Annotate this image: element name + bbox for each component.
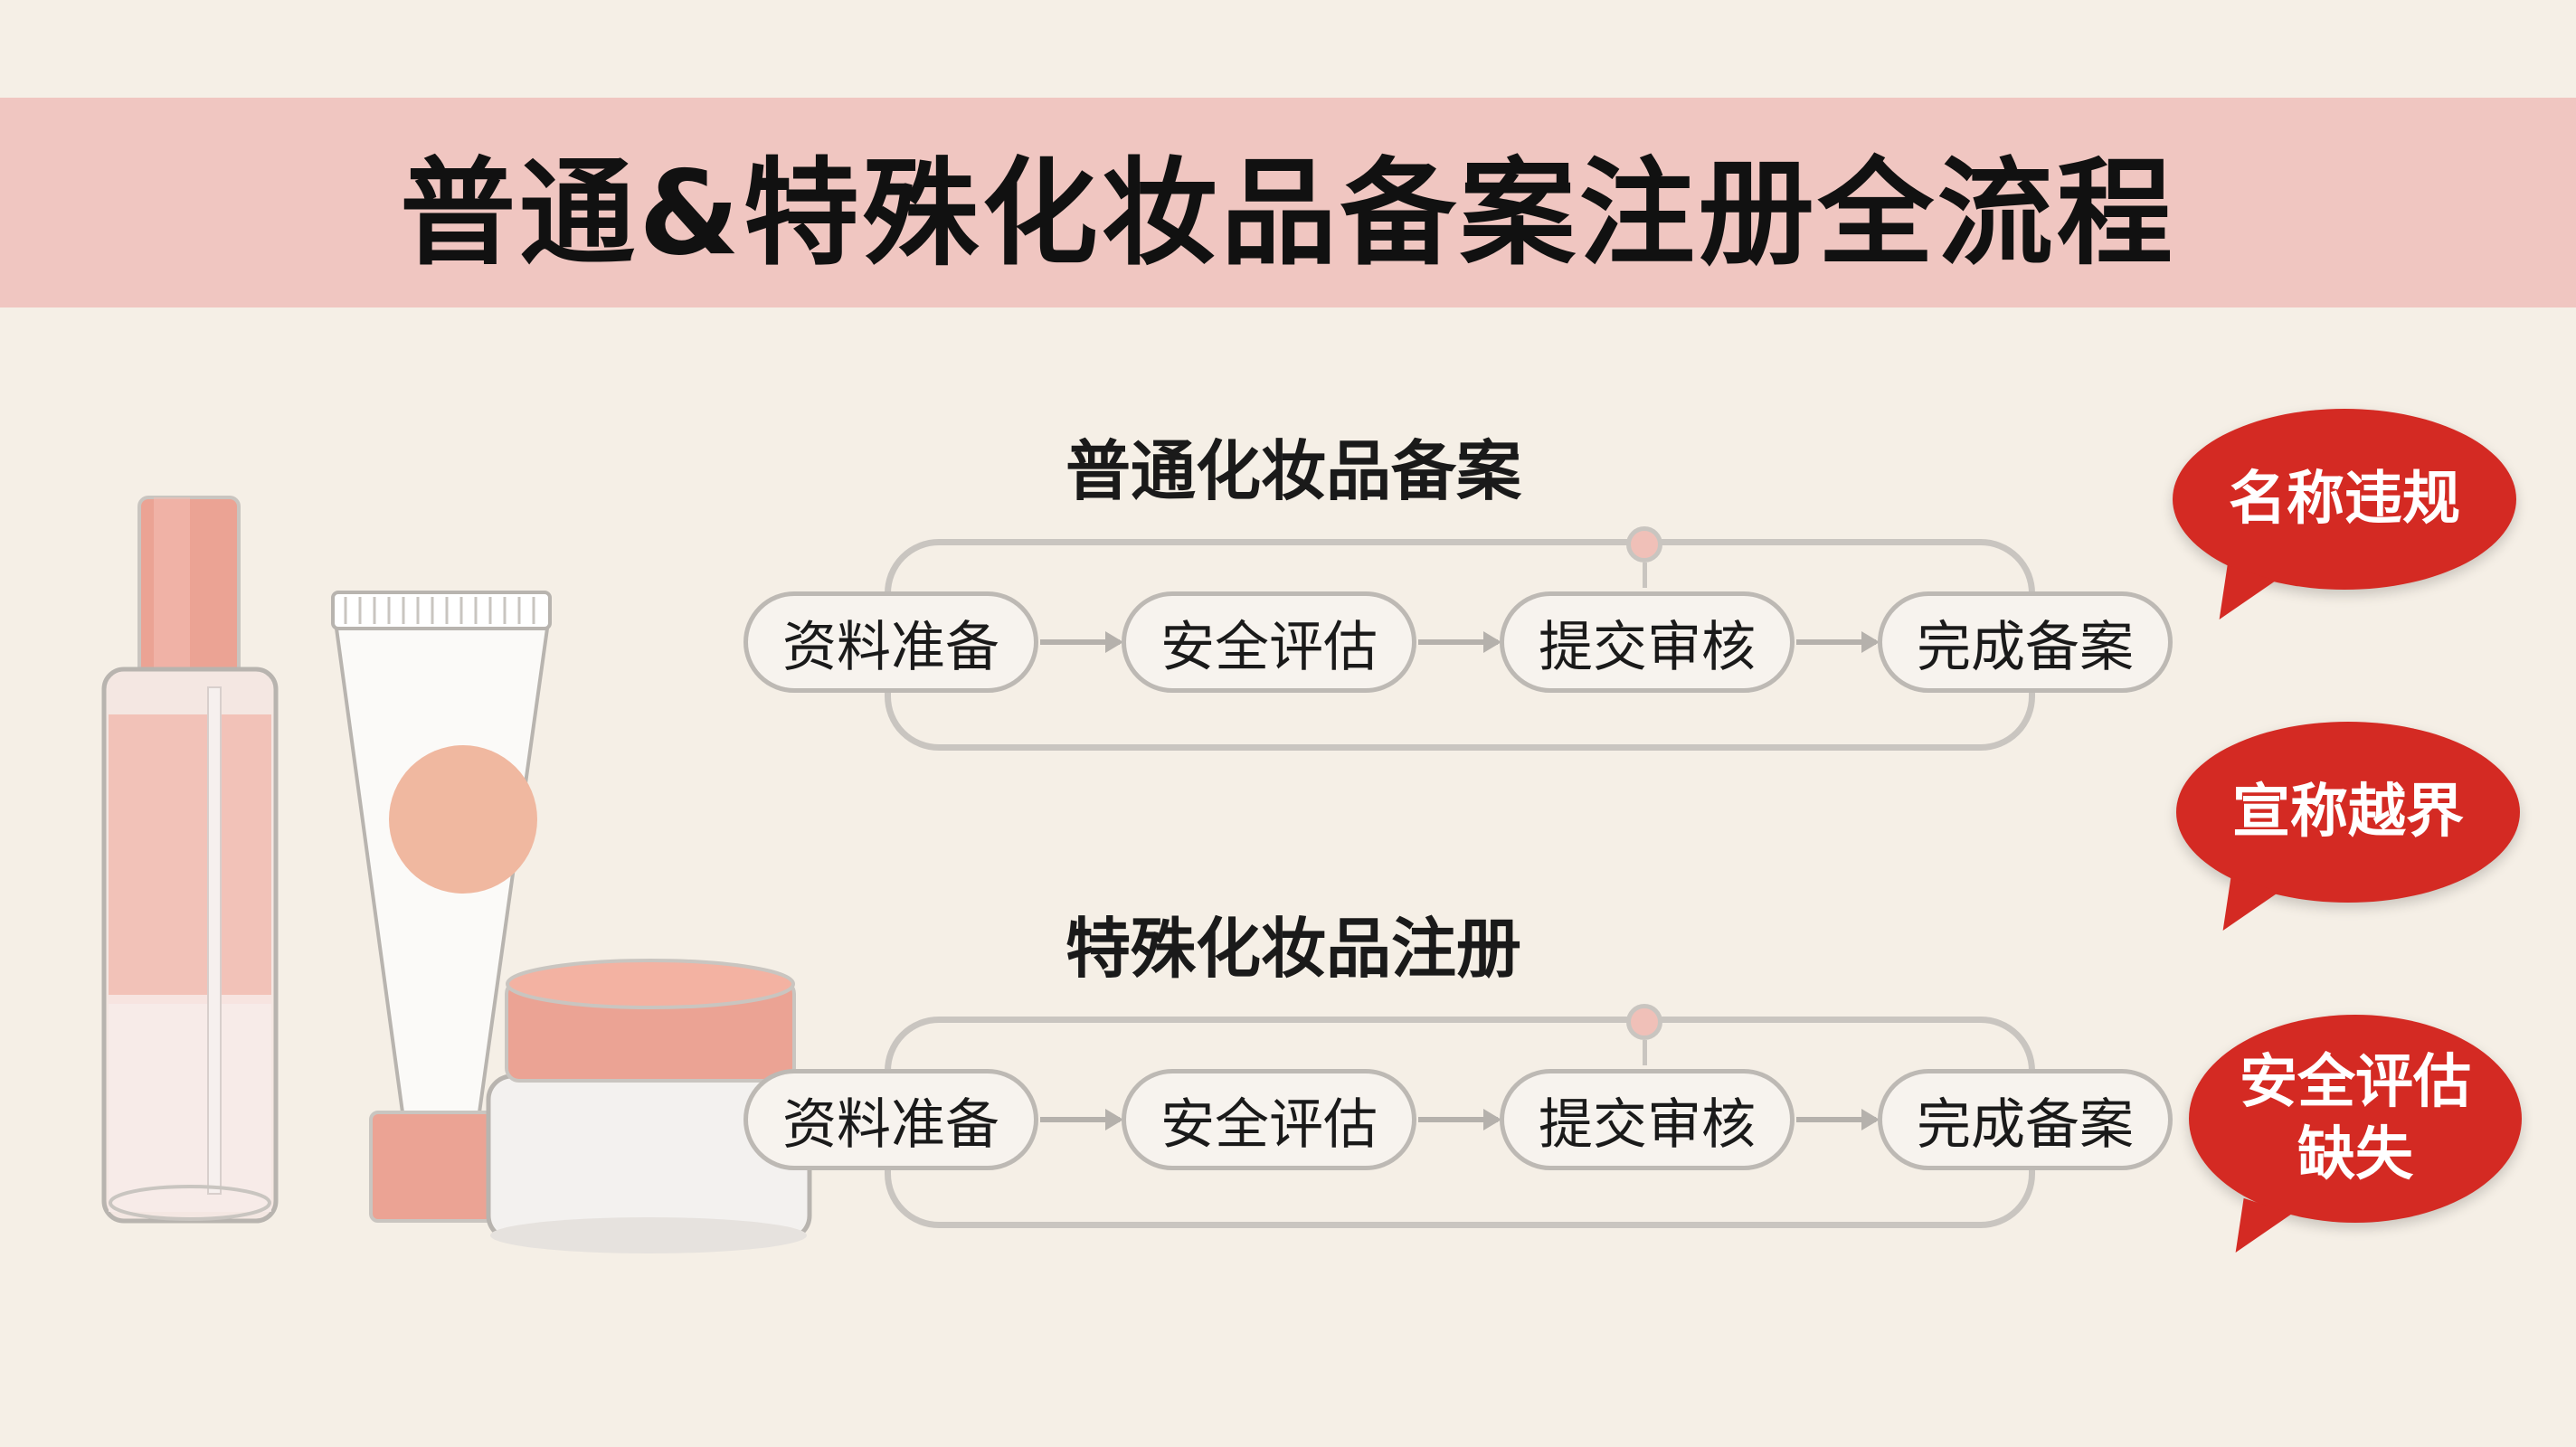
loop-node-icon	[1626, 1004, 1662, 1040]
warning-label: 宣称越界	[2232, 779, 2464, 846]
warning-bubble-claim-overreach: 宣称越界	[2176, 722, 2520, 903]
step-material-prep[interactable]: 资料准备	[743, 1069, 1038, 1170]
arrow-icon	[1418, 1109, 1501, 1130]
section-title-registration: 特殊化妆品注册	[1065, 911, 1521, 987]
page-title: 普通&特殊化妆品备案注册全流程	[400, 146, 2176, 281]
arrow-icon	[1040, 1109, 1123, 1130]
arrow-icon	[1796, 1109, 1880, 1130]
warning-bubble-missing-assessment: 安全评估 缺失	[2189, 1015, 2522, 1223]
title-banner: 普通&特殊化妆品备案注册全流程	[0, 98, 2576, 307]
spray-bottle-icon	[101, 496, 279, 1224]
arrow-icon	[1796, 631, 1880, 653]
warning-label: 名称违规	[2229, 466, 2460, 533]
loop-node-icon	[1626, 526, 1662, 563]
section-title-filing: 普通化妆品备案	[1065, 433, 1521, 509]
warning-bubble-name-violation: 名称违规	[2173, 409, 2516, 590]
arrow-icon	[1418, 631, 1501, 653]
cream-jar-icon	[486, 959, 812, 1253]
cosmetics-illustration	[101, 496, 812, 1253]
step-material-prep[interactable]: 资料准备	[743, 591, 1038, 693]
cream-tube-icon	[331, 591, 552, 1223]
loop-connector	[1643, 1040, 1647, 1065]
step-complete-filing[interactable]: 完成备案	[1878, 591, 2173, 693]
step-safety-assessment[interactable]: 安全评估	[1122, 1069, 1416, 1170]
step-safety-assessment[interactable]: 安全评估	[1122, 591, 1416, 693]
step-submit-review[interactable]: 提交审核	[1500, 591, 1795, 693]
arrow-icon	[1040, 631, 1123, 653]
step-complete-filing[interactable]: 完成备案	[1878, 1069, 2173, 1170]
loop-connector	[1643, 563, 1647, 588]
warning-label: 缺失	[2297, 1121, 2413, 1188]
step-submit-review[interactable]: 提交审核	[1500, 1069, 1795, 1170]
warning-label: 安全评估	[2240, 1049, 2471, 1116]
